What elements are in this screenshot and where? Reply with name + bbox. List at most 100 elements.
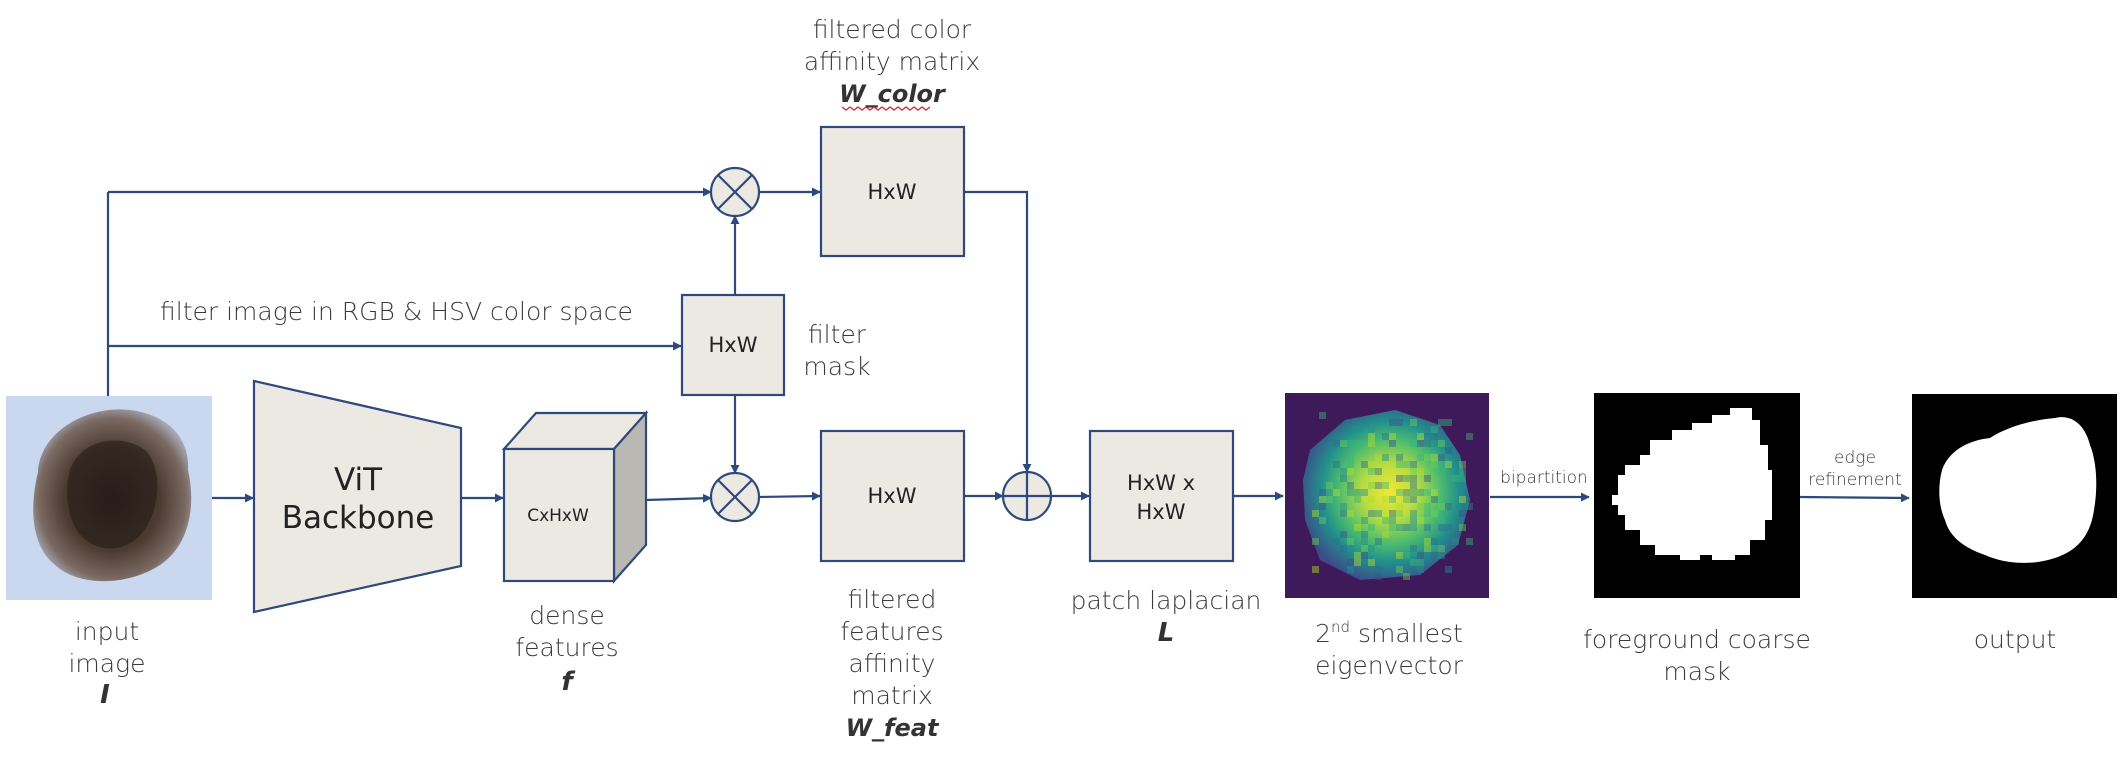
edge-refinement-label-1: edge [1834,448,1876,468]
heatmap-pixel [1382,496,1389,503]
heatmap-pixel [1396,461,1403,468]
heatmap-pixel [1354,489,1361,496]
heatmap-pixel [1333,489,1340,496]
color-symbol: W_color [839,80,947,108]
heatmap-pixel [1431,552,1438,559]
heatmap-pixel [1431,440,1438,447]
heatmap-pixel [1417,489,1424,496]
feat-title-3: affinity [849,649,936,678]
heatmap-pixel [1424,503,1431,510]
heatmap-pixel [1396,566,1403,573]
heatmap-pixel [1375,573,1382,580]
heatmap-pixel [1417,433,1424,440]
heatmap-pixel [1410,440,1417,447]
heatmap-pixel [1354,552,1361,559]
vit-backbone: ViT Backbone [252,379,463,614]
heatmap-pixel [1368,426,1375,433]
heatmap-pixel [1438,419,1445,426]
heatmap-pixel [1410,419,1417,426]
heatmap-pixel [1375,468,1382,475]
heatmap-pixel [1361,461,1368,468]
heatmap-pixel [1375,510,1382,517]
heatmap-pixel [1368,510,1375,517]
heatmap-pixel [1368,440,1375,447]
heatmap-pixel [1340,475,1347,482]
feat-box-label: HxW [868,484,917,508]
heatmap-pixel [1424,545,1431,552]
heatmap-pixel [1326,496,1333,503]
heatmap-pixel [1361,489,1368,496]
heatmap-pixel [1368,468,1375,475]
heatmap-pixel [1361,517,1368,524]
color-to-plus [965,190,1032,473]
feat-title-1: filtered [848,585,937,614]
heatmap-pixel [1347,454,1354,461]
heatmap-pixel [1354,426,1361,433]
coarse-mask-label-2: mask [1663,657,1730,686]
heatmap-pixel [1396,503,1403,510]
heatmap-pixel [1459,461,1466,468]
laplacian-box-label-1: HxW x [1127,471,1195,495]
heatmap-pixel [1424,475,1431,482]
heatmap-pixel [1438,454,1445,461]
heatmap-pixel [1403,489,1410,496]
heatmap-pixel [1333,461,1340,468]
heatmap-pixel [1361,552,1368,559]
heatmap-pixel [1438,552,1445,559]
heatmap-pixel [1375,454,1382,461]
lower-multiply [709,471,761,523]
heatmap-pixel [1424,538,1431,545]
heatmap-pixel [1389,510,1396,517]
heatmap-pixel [1347,461,1354,468]
heatmap-pixel [1347,545,1354,552]
heatmap-pixel [1389,524,1396,531]
eigenvector-pixel-noise [1312,412,1473,580]
connectors [106,187,1910,503]
heatmap-pixel [1445,461,1452,468]
heatmap-pixel [1410,559,1417,566]
heatmap-pixel [1340,468,1347,475]
heatmap-pixel [1410,510,1417,517]
heatmap-pixel [1452,475,1459,482]
heatmap-pixel [1368,545,1375,552]
color-box-label: HxW [868,180,917,204]
heatmap-pixel [1382,531,1389,538]
heatmap-pixel [1445,524,1452,531]
heatmap-pixel [1312,538,1319,545]
heatmap-pixel [1410,482,1417,489]
heatmap-pixel [1319,503,1326,510]
heatmap-pixel [1347,468,1354,475]
heatmap-pixel [1375,538,1382,545]
heatmap-pixel [1403,524,1410,531]
heatmap-pixel [1319,412,1326,419]
lower-multiply-to-feat [758,491,821,501]
heatmap-pixel [1347,440,1354,447]
edge-refinement-label-2: refinement [1808,470,1901,490]
heatmap-pixel [1410,489,1417,496]
heatmap-pixel [1340,510,1347,517]
filter-mask-box-label: HxW [709,333,758,357]
heatmap-pixel [1375,517,1382,524]
heatmap-pixel [1354,496,1361,503]
heatmap-pixel [1312,566,1319,573]
heatmap-pixel [1340,440,1347,447]
heatmap-pixel [1312,517,1319,524]
heatmap-pixel [1347,538,1354,545]
cube-to-lower-multiply [645,493,712,503]
heatmap-pixel [1354,531,1361,538]
heatmap-pixel [1382,482,1389,489]
heatmap-pixel [1396,454,1403,461]
heatmap-pixel [1340,531,1347,538]
heatmap-pixel [1410,496,1417,503]
heatmap-pixel [1424,524,1431,531]
feat-symbol: W_feat [846,714,940,742]
heatmap-pixel [1382,433,1389,440]
color-title-1: filtered color [813,15,972,44]
heatmap-pixel [1375,566,1382,573]
feat-title-4: matrix [851,681,933,710]
heatmap-pixel [1452,538,1459,545]
heatmap-pixel [1431,433,1438,440]
heatmap-pixel [1347,566,1354,573]
heatmap-pixel [1417,559,1424,566]
heatmap-pixel [1438,468,1445,475]
